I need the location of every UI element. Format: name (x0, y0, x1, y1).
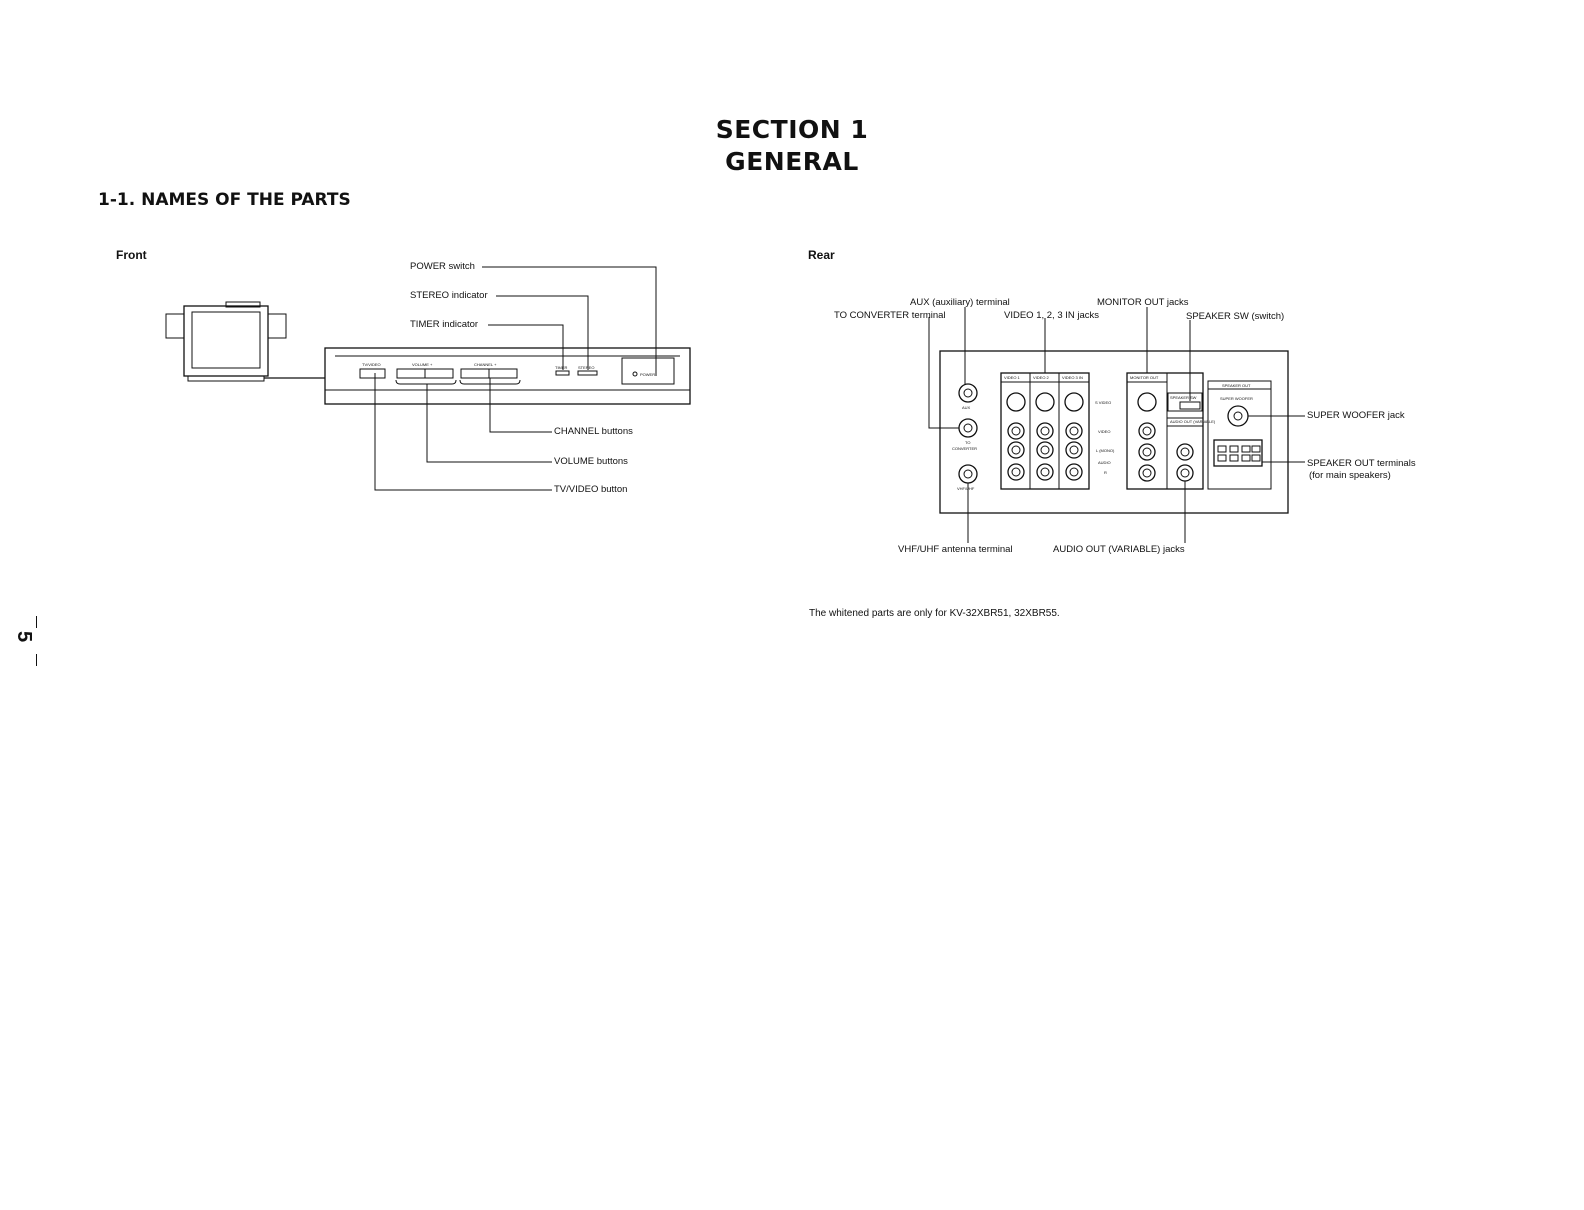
panel-label-timer: TIMER (555, 365, 568, 370)
rear-label-audio: AUDIO (1098, 460, 1111, 465)
callout-vhf-uhf-terminal: VHF/UHF antenna terminal (898, 544, 1013, 555)
monitor-out-jacks (1137, 392, 1194, 482)
rear-label-to: TO (965, 440, 971, 445)
rear-label-vhf: VHF/UHF (957, 486, 975, 491)
callout-speaker-sw: SPEAKER SW (switch) (1186, 311, 1285, 322)
leader-timer (488, 324, 564, 370)
rear-label-audio-out: AUDIO OUT (VARIABLE) (1170, 419, 1216, 424)
speaker-out-block (1207, 380, 1272, 490)
rear-label-video1: VIDEO 1 (1004, 375, 1020, 380)
tv-thumbnail (165, 301, 325, 382)
video-in-jacks (1006, 392, 1084, 481)
rear-panel (939, 350, 1289, 514)
callout-to-converter-terminal: TO CONVERTER terminal (834, 310, 946, 321)
callout-super-woofer-jack: SUPER WOOFER jack (1307, 410, 1405, 421)
callout-channel-buttons: CHANNEL buttons (554, 426, 633, 437)
monitor-out-block (1126, 372, 1204, 490)
callout-power-switch: POWER switch (410, 261, 475, 272)
callout-speaker-out-note: (for main speakers) (1309, 470, 1391, 481)
callout-video-in-jacks: VIDEO 1, 2, 3 IN jacks (1004, 310, 1100, 321)
rear-label-video2: VIDEO 2 (1033, 375, 1049, 380)
rear-label-speaker-out: SPEAKER OUT (1222, 383, 1251, 388)
rear-label-r: R (1104, 470, 1107, 475)
rear-label-monitor-out: MONITOR OUT (1130, 375, 1159, 380)
front-panel (324, 347, 691, 405)
panel-label-channel: CHANNEL + (474, 362, 497, 367)
section-title: SECTION 1 GENERAL (0, 114, 1584, 178)
rear-label: Rear (808, 248, 835, 262)
callout-stereo-indicator: STEREO indicator (410, 290, 488, 301)
callout-monitor-out-jacks: MONITOR OUT jacks (1097, 297, 1189, 308)
rear-label-speaker-sw: SPEAKER SW (1170, 395, 1197, 400)
video-in-block (1000, 372, 1090, 490)
leader-channel (489, 378, 552, 433)
model-note: The whitened parts are only for KV-32XBR… (809, 608, 1060, 619)
panel-label-power: POWER (640, 372, 656, 377)
page-number-rule-bottom (36, 654, 37, 666)
callout-speaker-out-terminals: SPEAKER OUT terminals (1307, 458, 1416, 469)
section-number: SECTION 1 (715, 115, 869, 144)
panel-label-stereo: STEREO (578, 365, 595, 370)
leader-power (482, 266, 657, 376)
rear-label-s-video: S VIDEO (1095, 400, 1112, 405)
rear-label-super-woofer: SUPER WOOFER (1220, 396, 1253, 401)
leader-stereo (496, 295, 589, 370)
front-label: Front (116, 248, 147, 262)
rear-label-aux: AUX (962, 405, 971, 410)
callout-tvvideo-button: TV/VIDEO button (554, 484, 628, 495)
leader-tvvideo (374, 373, 552, 491)
panel-label-volume: VOLUME + (412, 362, 433, 367)
leader-volume (426, 384, 552, 463)
leader-to-converter (928, 317, 959, 429)
callout-audio-out-jacks: AUDIO OUT (VARIABLE) jacks (1053, 544, 1185, 555)
page-number-rule-top (36, 616, 37, 628)
callout-aux-terminal: AUX (auxiliary) terminal (910, 297, 1010, 308)
rear-label-l-mono: L (MONO) (1096, 448, 1115, 453)
callout-timer-indicator: TIMER indicator (410, 319, 479, 330)
rear-label-video3: VIDEO 3 IN (1062, 375, 1083, 380)
rear-antenna-column (958, 383, 978, 484)
rear-label-video: VIDEO (1098, 429, 1111, 434)
section-name: GENERAL (725, 147, 859, 176)
panel-label-tvvideo: TV/VIDEO (362, 362, 381, 367)
callout-volume-buttons: VOLUME buttons (554, 456, 628, 467)
rear-label-converter: CONVERTER (952, 446, 978, 451)
subsection-title: 1-1. NAMES OF THE PARTS (98, 190, 351, 210)
